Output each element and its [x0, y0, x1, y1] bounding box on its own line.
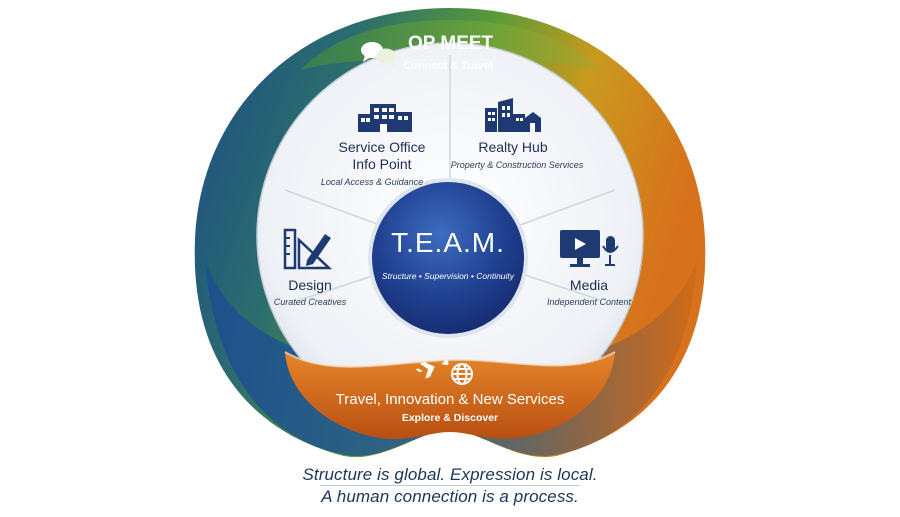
city-buildings-icon: [485, 98, 541, 132]
top-banner-title: OP MEET: [408, 33, 494, 54]
caption-line-1: Structure is global. Expression is local…: [302, 465, 598, 484]
realty-hub-title: Realty Hub: [478, 139, 547, 155]
bottom-band-highlight: [284, 351, 616, 368]
chat-bubbles-icon: [361, 42, 396, 67]
center-subtitle: Structure • Supervision • Continuity: [382, 271, 515, 281]
design-title: Design: [288, 277, 332, 293]
caption-line-2: A human connection is a process.: [321, 487, 579, 506]
bottom-banner-subtitle: Explore & Discover: [402, 412, 498, 424]
service-office-title-line2: Info Point: [352, 156, 411, 172]
airplane-icon: [415, 359, 449, 379]
bottom-banner-title: Travel, Innovation & New Services: [336, 391, 565, 408]
caption-divider: [320, 485, 580, 486]
media-subtitle: Independent Content: [547, 297, 632, 307]
center-circle: [368, 178, 528, 338]
monitor-microphone-icon: [560, 230, 619, 267]
media-title: Media: [570, 277, 608, 293]
bottom-banner-band: [285, 352, 615, 439]
realty-hub-subtitle: Property & Construction Services: [451, 160, 584, 170]
design-subtitle: Curated Creatives: [274, 297, 347, 307]
service-office-title-line1: Service Office: [339, 139, 426, 155]
center-title: T.E.A.M.: [391, 227, 505, 258]
service-office-subtitle: Local Access & Guidance: [321, 177, 423, 187]
office-building-icon: [358, 104, 412, 132]
top-banner-subtitle: Connect & Travel: [403, 60, 493, 72]
globe-icon: [451, 363, 473, 385]
ruler-pencil-icon: [283, 228, 333, 270]
